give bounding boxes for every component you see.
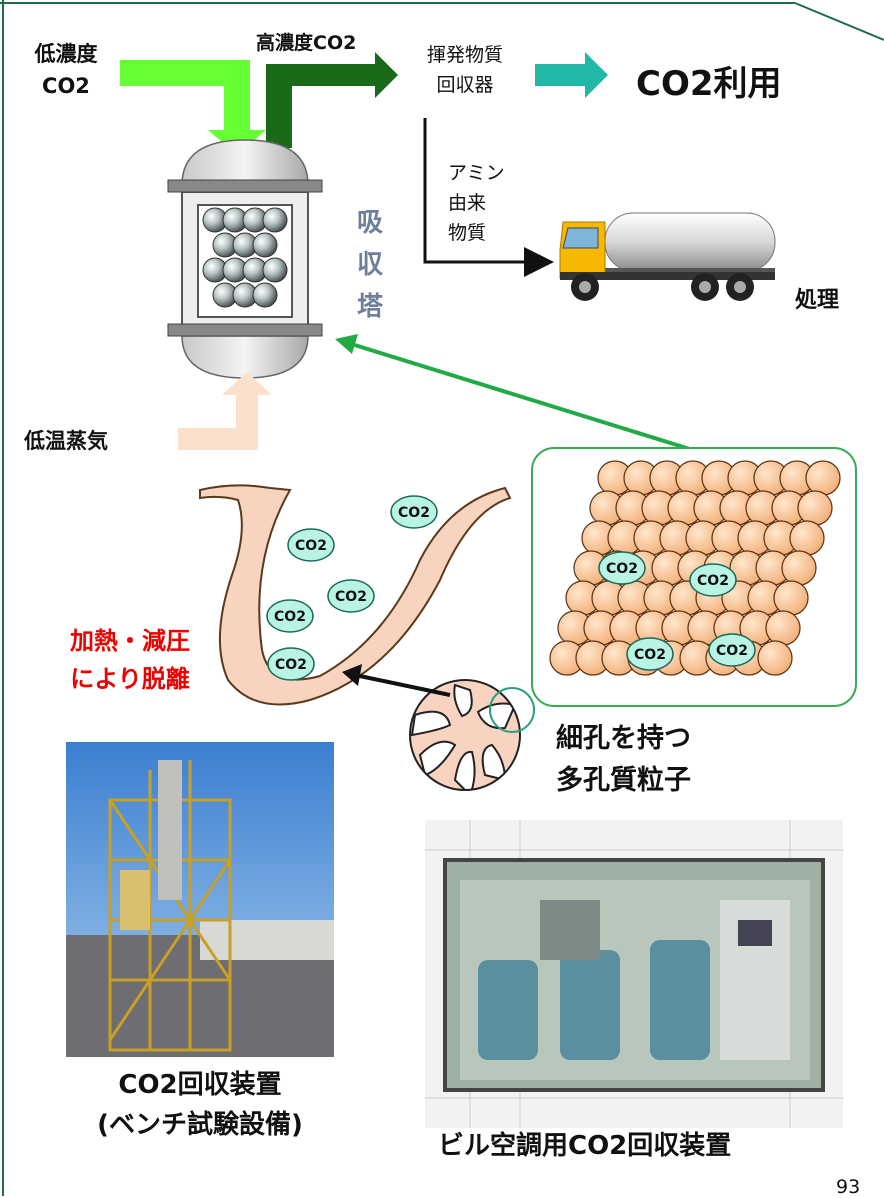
co2-molecule: CO2 [266, 599, 314, 633]
closeup-pointer-arrow [342, 664, 451, 697]
bench-plant-caption: CO2回収装置(ベンチ試験設備) [97, 1070, 303, 1140]
co2-molecule: CO2 [598, 551, 646, 585]
packed-sphere [805, 460, 841, 496]
co2-molecule: CO2 [689, 563, 737, 597]
co2-label: CO2 [335, 589, 367, 605]
amine-derived-label: アミン由来物質 [448, 162, 505, 244]
porous-particle [409, 679, 535, 791]
co2-label: CO2 [716, 643, 748, 659]
co2-molecule: CO2 [287, 528, 335, 562]
absorption-tower [167, 139, 323, 379]
co2-molecule: CO2 [708, 633, 756, 667]
high-concentration-co2-label: 高濃度CO2 [256, 32, 357, 54]
low-temp-steam-label: 低温蒸気 [24, 429, 108, 453]
packing-ball [252, 282, 278, 308]
treatment-label: 処理 [795, 288, 840, 313]
co2-label: CO2 [606, 561, 638, 577]
co2-label: CO2 [295, 538, 327, 554]
pore-wall [199, 484, 512, 706]
absorption-tower-label: 吸収塔 [356, 208, 383, 322]
amine-path-arrow [423, 118, 554, 277]
packing-ball [252, 232, 278, 258]
packed-sphere [781, 550, 817, 586]
desorption-label: 加熱・減圧により脱離 [70, 627, 190, 693]
photo-building-unit [425, 820, 843, 1128]
co2-molecule: CO2 [390, 495, 438, 529]
porous-particle-label: 細孔を持つ多孔質粒子 [556, 723, 691, 796]
packed-sphere [765, 610, 801, 646]
packing-ball [262, 257, 288, 283]
co2-label: CO2 [697, 573, 729, 589]
co2-label: CO2 [398, 505, 430, 521]
photo-bench-plant [66, 742, 334, 1057]
packed-sphere [757, 640, 793, 676]
steam-arrow [178, 372, 272, 450]
co2-use-label: CO2利用 [636, 64, 782, 104]
co2-label: CO2 [634, 647, 666, 663]
tanker-truck-icon [559, 212, 776, 301]
particle-return-arrow [335, 334, 694, 452]
packed-sphere [797, 490, 833, 526]
packing-ball [262, 207, 288, 233]
packed-sphere [773, 580, 809, 616]
high-co2-outlet-arrow [266, 52, 398, 148]
co2-molecule: CO2 [327, 579, 375, 613]
co2-molecule: CO2 [626, 637, 674, 671]
co2-label: CO2 [274, 609, 306, 625]
building-unit-caption: ビル空調用CO2回収装置 [438, 1131, 732, 1161]
volatile-recovery-label: 揮発物質回収器 [426, 44, 503, 96]
co2-label: CO2 [275, 657, 307, 673]
co2-use-arrow [535, 52, 608, 98]
packed-sphere [789, 520, 825, 556]
co2-molecule: CO2 [267, 647, 315, 681]
low-co2-inlet-arrow [120, 60, 266, 155]
page-number: 93 [836, 1176, 861, 1198]
